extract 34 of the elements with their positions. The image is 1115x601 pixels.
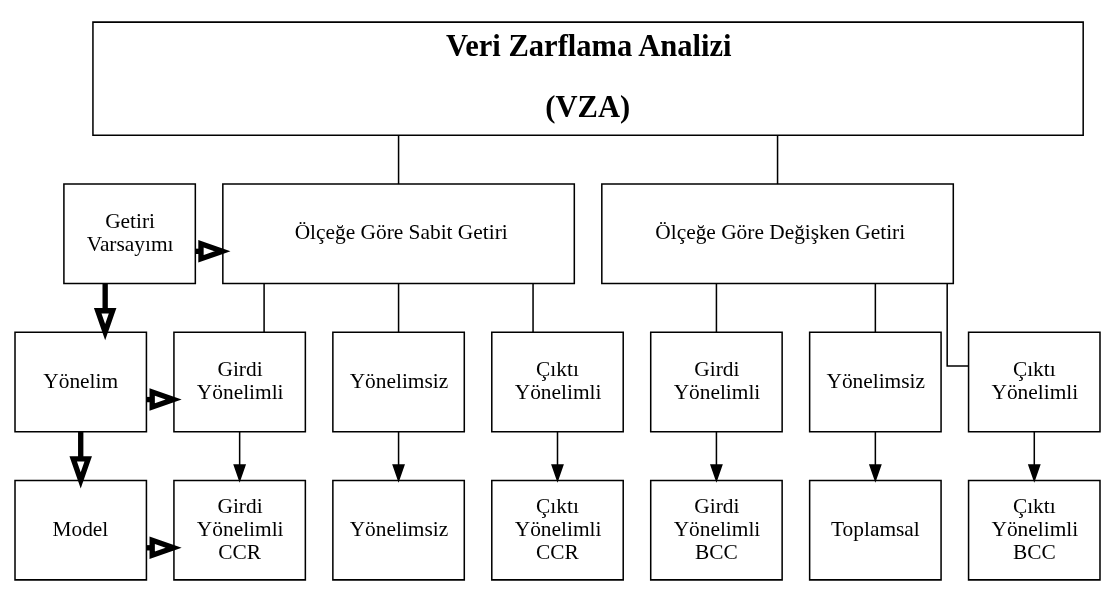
- connector: [397, 134, 400, 185]
- node-box: Çıktı Yönelimli: [491, 331, 624, 432]
- node-box: Toplamsal: [808, 479, 942, 581]
- arrow: [710, 430, 723, 483]
- connector: [874, 282, 877, 333]
- node-box: Çıktı Yönelimli: [967, 331, 1101, 432]
- node-box: Girdi Yönelimli: [649, 331, 783, 432]
- node-box: Getiri Varsayımı: [63, 182, 197, 284]
- arrow: [868, 430, 882, 483]
- node-box: Ölçeğe Göre Sabit Getiri: [222, 182, 576, 284]
- connector: [715, 282, 718, 333]
- node-box: Yönelim: [14, 331, 148, 432]
- arrow: [392, 430, 405, 483]
- node-box: Ölçeğe Göre Değişken Getiri: [601, 182, 955, 284]
- connector: [397, 282, 400, 333]
- node-box: Girdi Yönelimli CCR: [173, 479, 307, 581]
- arrow: [69, 431, 92, 488]
- arrow: [1027, 430, 1041, 483]
- node-box: Model: [14, 479, 148, 581]
- arrow: [551, 430, 564, 483]
- arrow: [233, 430, 247, 483]
- node-box: Yönelimsiz: [332, 331, 466, 432]
- connector: [532, 282, 534, 333]
- node-box: Veri Zarflama Analizi (VZA): [92, 20, 1084, 136]
- connector: [776, 134, 779, 185]
- node-box: Yönelimsiz: [332, 479, 466, 581]
- node-box: Çıktı Yönelimli CCR: [491, 479, 624, 581]
- connector: [263, 282, 265, 333]
- node-box: Girdi Yönelimli: [173, 331, 307, 432]
- node-box: Yönelimsiz: [808, 331, 942, 432]
- node-box: Girdi Yönelimli BCC: [649, 479, 783, 581]
- arrow: [93, 283, 117, 340]
- node-box: Çıktı Yönelimli BCC: [967, 479, 1101, 581]
- connector: [946, 282, 970, 367]
